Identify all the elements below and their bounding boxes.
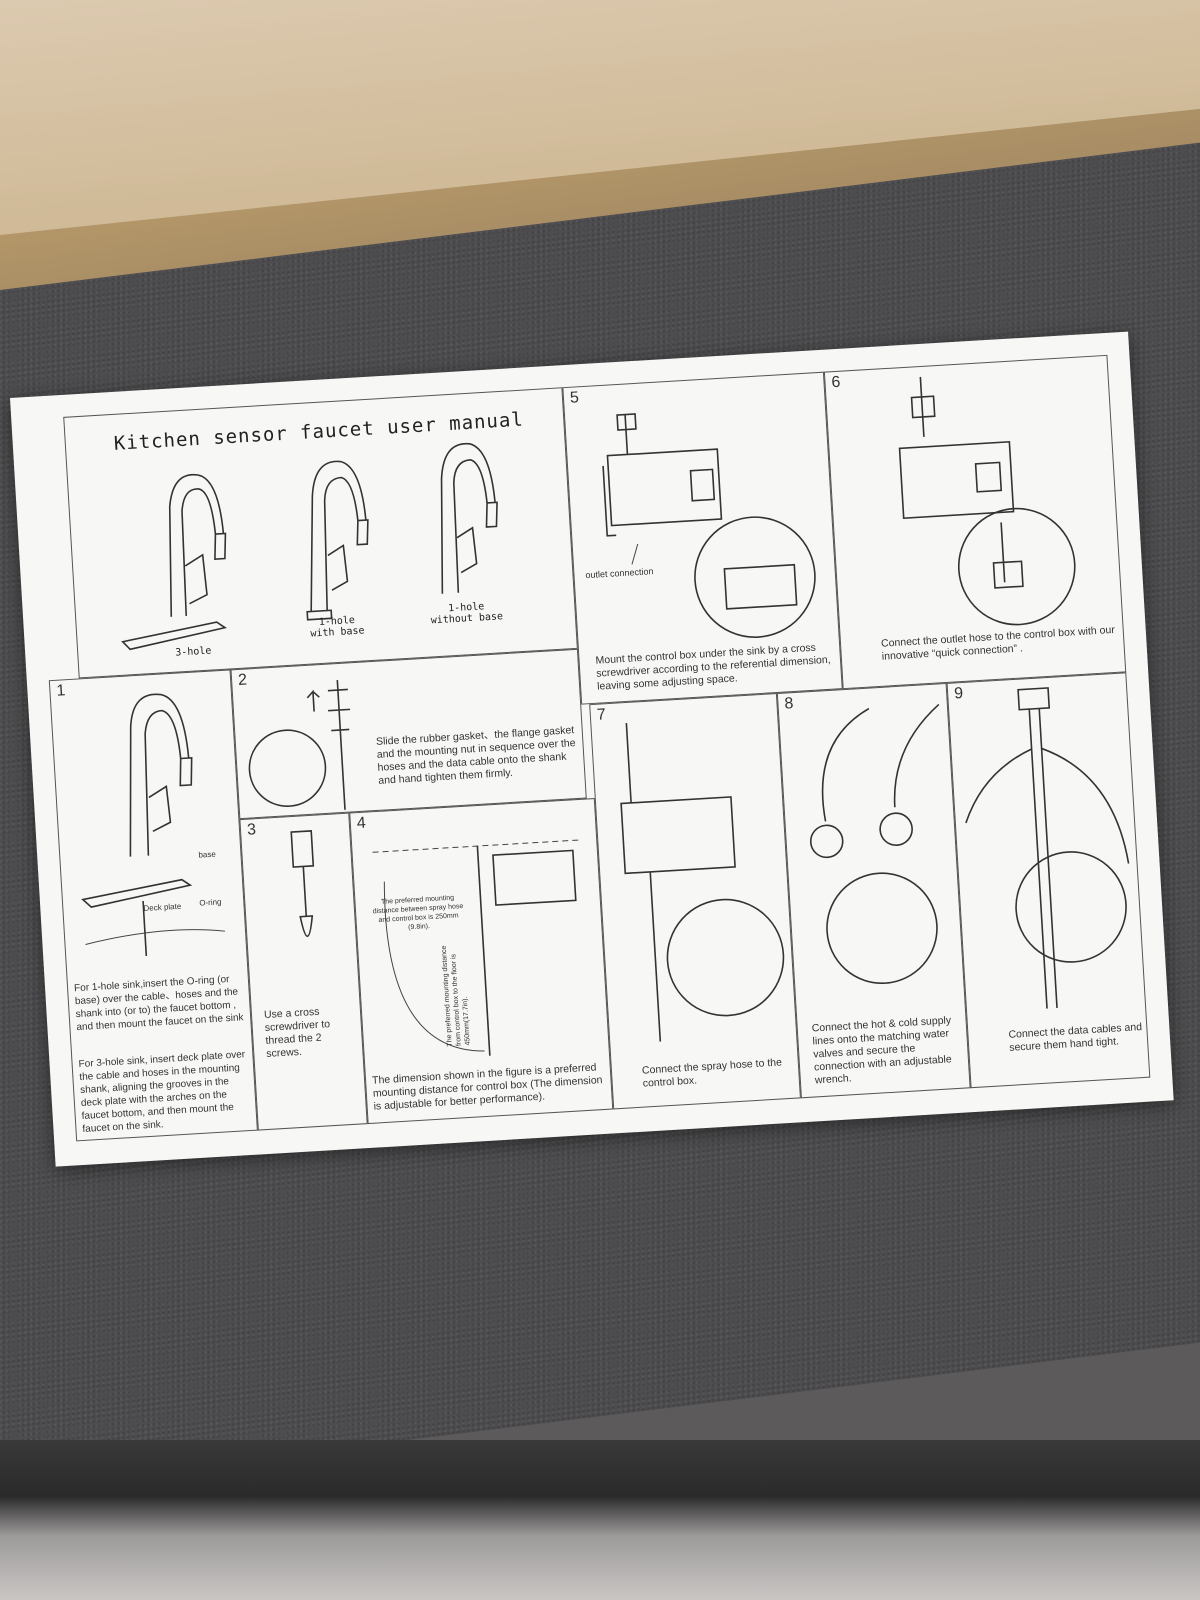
step-7-text: Connect the spray hose to the control bo… (641, 1056, 783, 1090)
faucet-type-3-hole: 3-hole (175, 645, 212, 659)
water-valve-illustration (809, 703, 940, 985)
data-cable-illustration (965, 687, 1130, 1009)
mounting-distance-illustration (372, 839, 583, 1056)
step-number: 1 (55, 682, 66, 700)
manual-sheet: Kitchen sensor faucet user manual (10, 331, 1174, 1167)
step-2-text: Slide the rubber gasket、the flange gaske… (375, 724, 576, 787)
faucet-type-1-hole-base: 1-hole with base (310, 614, 365, 640)
deck-plate-label: Deck plate (143, 901, 182, 913)
step-5-panel: 5 outlet connection Mount the control bo… (562, 371, 843, 705)
gasket-illustration (248, 680, 351, 810)
step-number: 6 (831, 373, 841, 392)
screwdriver-illustration (290, 830, 315, 938)
step-1-text-a: For 1-hole sink,insert the O-ring (or ba… (73, 974, 244, 1034)
base-label: base (198, 849, 217, 860)
header-panel: Kitchen sensor faucet user manual (63, 387, 578, 679)
quick-connection-illustration (898, 376, 1076, 626)
faucet-3-hole-illustration (121, 473, 227, 651)
step-9-text: Connect the data cables and secure them … (1008, 1020, 1143, 1054)
step-number: 3 (246, 821, 257, 839)
step-2-panel: 2 Slide the rubber gasket、the flange gas… (230, 648, 587, 820)
o-ring-label: O-ring (199, 897, 222, 908)
step-3-text: Use a cross screwdriver to thread the 2 … (263, 1005, 331, 1060)
step-8-panel: 8 Connect the hot & cold supply lines on… (776, 682, 971, 1099)
step-9-panel: 9 Connect the data cables and secure the… (946, 672, 1151, 1089)
step-8-text: Connect the hot & cold supply lines onto… (811, 1014, 952, 1087)
faucet-1-hole-base-illustration (306, 460, 369, 621)
step-7-panel: 7 Connect the spray hose to the control … (589, 693, 801, 1110)
step-3-panel: 3 Use a cross screwdriver to thread the … (239, 812, 368, 1131)
faucet-type-1-hole-no-base: 1-hole without base (430, 601, 504, 627)
step-6-panel: 6 Connect the outlet hose to the control… (823, 354, 1127, 690)
control-box-illustration (602, 413, 816, 638)
step-1-panel: 1 base O-ring Deck plate For 1-hole sink… (48, 669, 258, 1142)
step-4-panel: 4 The preferred mounting distance betwee… (349, 798, 614, 1125)
step-1-text-b: For 3-hole sink, insert deck plate over … (78, 1049, 246, 1135)
box-bottom (0, 1440, 1200, 1600)
step-number: 5 (569, 389, 580, 407)
manual-frame: Kitchen sensor faucet user manual (33, 354, 1151, 1142)
faucet-install-illustration (81, 693, 226, 956)
step-6-text: Connect the outlet hose to the control b… (880, 623, 1116, 663)
step-4-note-a: The preferred mounting distance between … (372, 894, 464, 932)
faucet-1-hole-no-base-illustration (440, 443, 498, 594)
spray-hose-illustration (620, 722, 785, 1042)
step-5-text: Mount the control box under the sink by … (595, 641, 831, 693)
step-number: 7 (596, 706, 607, 724)
